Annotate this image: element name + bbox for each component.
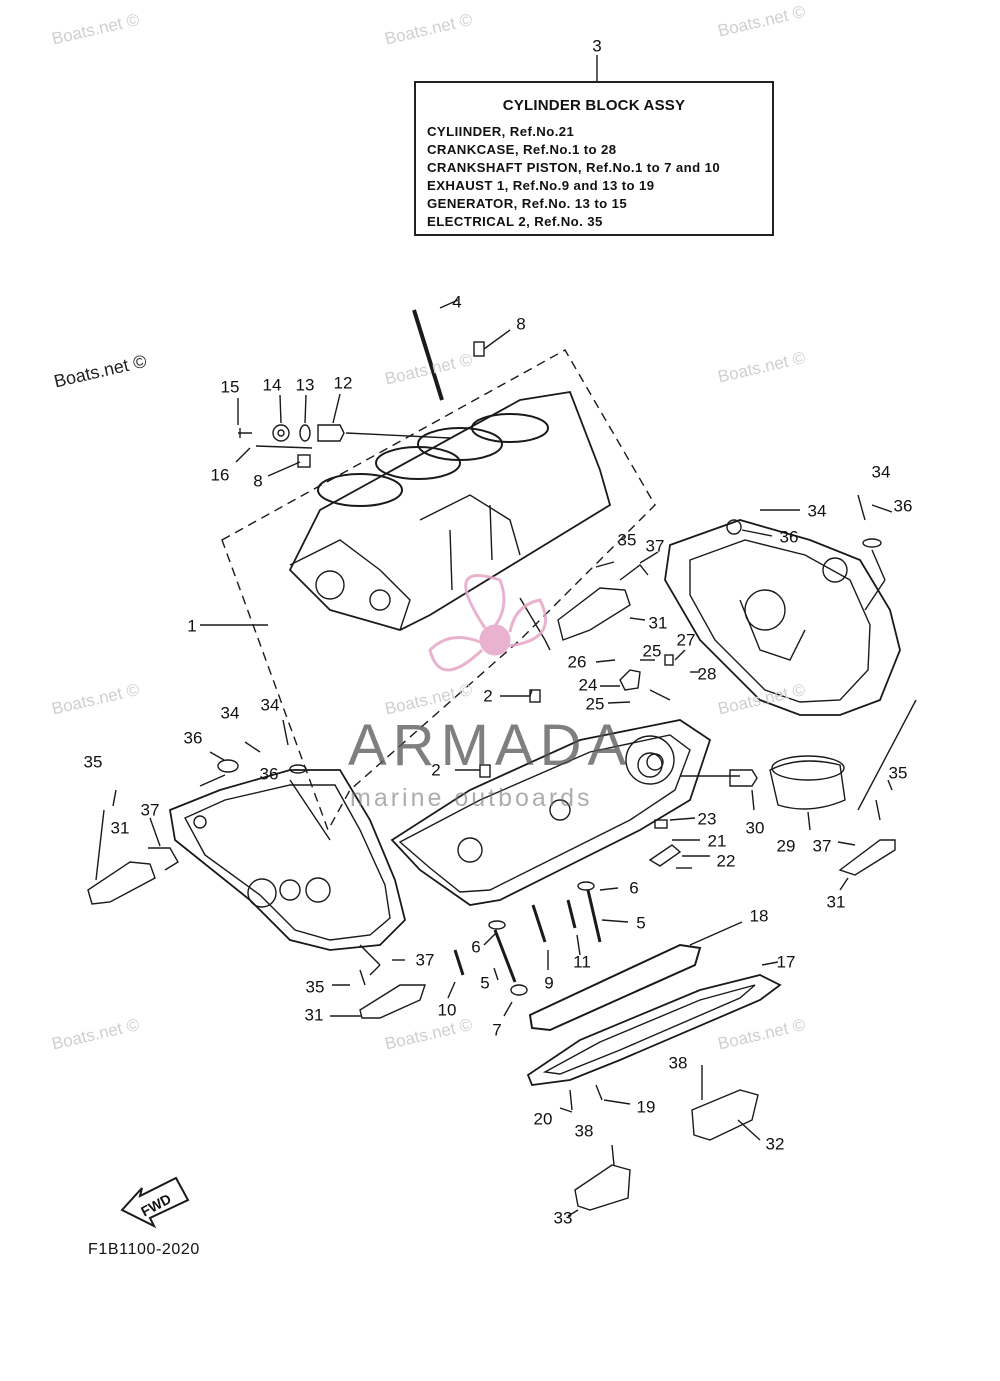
ref-number: 34 [871, 462, 891, 482]
ref-number: 37 [415, 950, 435, 970]
ref-number: 15 [220, 377, 240, 397]
ref-number: 34 [807, 501, 827, 521]
ref-number: 35 [617, 530, 637, 550]
ref-number: 2 [431, 760, 441, 780]
ref-number: 26 [567, 652, 587, 672]
ref-number: 13 [295, 375, 315, 395]
ref-number: 36 [259, 764, 279, 784]
ref-number: 36 [183, 728, 203, 748]
legend-line: EXHAUST 1, Ref.No.9 and 13 to 19 [427, 178, 655, 193]
ref-number: 19 [636, 1097, 656, 1117]
ref-number: 27 [676, 630, 696, 650]
ref-number: 25 [642, 641, 662, 661]
legend-ref-number: 3 [592, 36, 602, 56]
ref-number: 32 [765, 1134, 785, 1154]
ref-number: 34 [220, 703, 240, 723]
legend-line: CRANKCASE, Ref.No.1 to 28 [427, 142, 617, 157]
ref-number: 16 [210, 465, 230, 485]
ref-number: 38 [668, 1053, 688, 1073]
legend-line: CYLIINDER, Ref.No.21 [427, 124, 575, 139]
legend-line: GENERATOR, Ref.No. 13 to 15 [427, 196, 628, 211]
ref-number: 35 [83, 752, 103, 772]
legend-title: CYLINDER BLOCK ASSY [502, 97, 686, 114]
ref-number: 31 [648, 613, 668, 633]
brand-watermark: ARMADA [348, 713, 633, 778]
ref-number: 1 [187, 616, 197, 636]
ref-number: 8 [253, 471, 263, 491]
ref-number: 17 [776, 952, 796, 972]
ref-number: 33 [553, 1208, 573, 1228]
ref-number: 22 [716, 851, 736, 871]
ref-number: 24 [578, 675, 598, 695]
ref-number: 35 [888, 763, 908, 783]
ref-number: 4 [452, 292, 462, 312]
ref-number: 10 [437, 1000, 457, 1020]
ref-number: 5 [480, 973, 490, 993]
ref-number: 36 [779, 527, 799, 547]
ref-number: 29 [776, 836, 796, 856]
ref-number: 36 [893, 496, 913, 516]
brand-logo-icon [428, 574, 548, 672]
ref-number: 14 [262, 375, 282, 395]
ref-number: 8 [516, 314, 526, 334]
diagram-code: F1B1100-2020 [88, 1241, 200, 1258]
legend-line: ELECTRICAL 2, Ref.No. 35 [427, 214, 603, 229]
ref-number: 31 [110, 818, 130, 838]
ref-number: 34 [260, 695, 280, 715]
ref-number: 37 [812, 836, 832, 856]
legend-line: CRANKSHAFT PISTON, Ref.No.1 to 7 and 10 [427, 160, 721, 175]
ref-number: 2 [483, 686, 493, 706]
ref-number: 5 [636, 913, 646, 933]
assembly-legend-box: CYLINDER BLOCK ASSY CYLIINDER, Ref.No.21… [414, 81, 774, 236]
ref-number: 21 [707, 831, 727, 851]
brand-watermark-subtitle: marine outboards [350, 784, 593, 812]
ref-number: 28 [697, 664, 717, 684]
ref-number: 37 [140, 800, 160, 820]
ref-number: 38 [574, 1121, 594, 1141]
ref-number: 6 [471, 937, 481, 957]
ref-number: 12 [333, 373, 353, 393]
ref-number: 30 [745, 818, 765, 838]
ref-number: 31 [826, 892, 846, 912]
ref-number: 7 [492, 1020, 502, 1040]
ref-number: 6 [629, 878, 639, 898]
ref-number: 25 [585, 694, 605, 714]
ref-number: 35 [305, 977, 325, 997]
ref-number: 11 [573, 952, 591, 972]
ref-number: 9 [544, 973, 554, 993]
ref-number: 23 [697, 809, 717, 829]
ref-number: 20 [533, 1109, 553, 1129]
ref-number: 18 [749, 906, 769, 926]
ref-number: 37 [645, 536, 665, 556]
ref-number: 31 [304, 1005, 324, 1025]
